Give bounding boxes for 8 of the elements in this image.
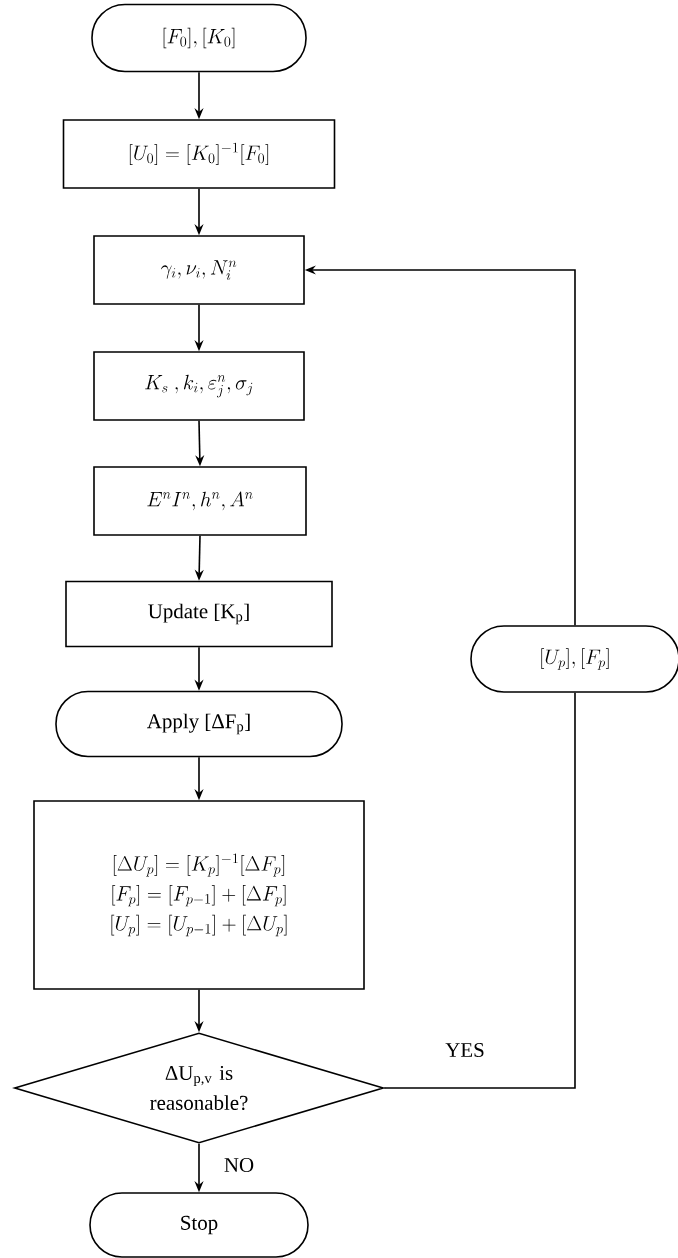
process-box: $[\Delta U_p] = [K_p]^{-1}[\Delta F_p]$ $[F_p] = [F_{p-1}]+[\Delta F_p]$ $[U_p] = [U_{p-1}]+[\Delta U_p]$ — [33, 800, 365, 990]
edge-label: NO — [222, 1157, 256, 1174]
process-box: $[U_0] = [K_0]^{-1}[F_0]$ — [62, 119, 336, 189]
process-box: $K_s\ , k_i, \varepsilon_j^n, \sigma_j$ — [93, 351, 305, 421]
edge-label: YES — [444, 1042, 486, 1059]
process-box: $\gamma_i, \nu_i, N_i^n$ — [93, 235, 305, 305]
process-box: $E^n I^n, h^n, A^n$ — [93, 466, 307, 536]
process-box: Update [K$_{p}$] — [65, 580, 333, 648]
